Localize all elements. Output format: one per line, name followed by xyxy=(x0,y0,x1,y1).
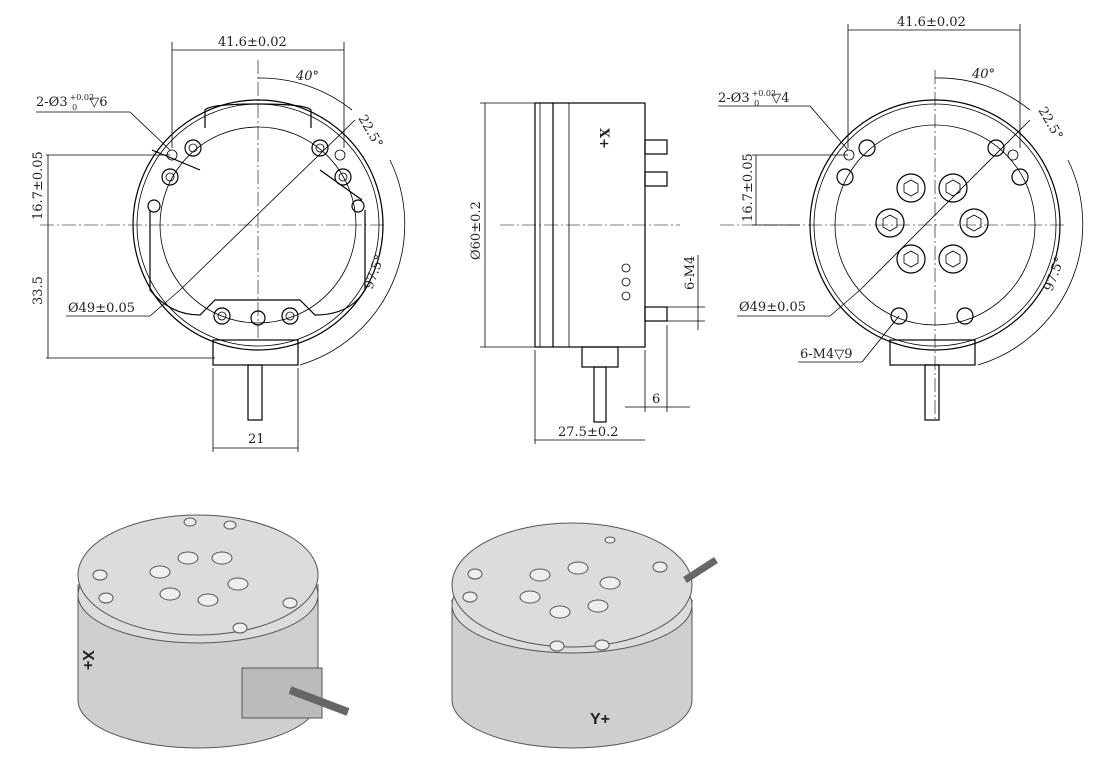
angle-side: 22.5° xyxy=(355,113,386,151)
angle-side-right: 22.5° xyxy=(1035,105,1066,143)
mount-holes xyxy=(147,139,365,326)
render-right: Y+ xyxy=(451,522,718,749)
bolt-circle-dim-right: Ø49±0.05 xyxy=(739,300,806,315)
angle-top-right: 40° xyxy=(971,67,995,82)
render-axis-label-x: X+ xyxy=(79,650,96,670)
width-dim: 41.6±0.02 xyxy=(218,35,287,50)
axis-label-x: X+ xyxy=(596,128,611,149)
cable xyxy=(247,364,263,421)
thread-note-right: 6-M4▽9 xyxy=(800,347,853,362)
width-dim-right: 41.6±0.02 xyxy=(897,15,966,30)
hex-bolts xyxy=(875,173,989,274)
height-dim: 33.5 xyxy=(31,276,46,305)
diameter-leader xyxy=(179,119,356,291)
side-view: X+ Ø60±0.2 6-M4 6 27.5±0.2 xyxy=(469,102,705,444)
cover-outline xyxy=(149,103,366,316)
bolt-circle-dim: Ø49±0.05 xyxy=(68,301,135,316)
offset-dim-right: 16.7±0.05 xyxy=(741,153,756,222)
m4-holes xyxy=(836,139,1029,325)
offset-dim: 16.7±0.05 xyxy=(31,151,46,220)
render-axis-label-y: Y+ xyxy=(590,711,610,728)
thickness-dim: 27.5±0.2 xyxy=(558,425,619,440)
left-view: 41.6±0.02 40° 22.5° 97.5° 16.7±0.05 33.5… xyxy=(31,35,406,452)
render-left: X+ xyxy=(77,514,350,749)
angle-top: 40° xyxy=(295,69,319,84)
connector-block xyxy=(212,339,299,366)
offset-6-dim: 6 xyxy=(652,392,660,407)
connector-width-dim: 21 xyxy=(248,432,265,447)
right-view: 41.6±0.02 40° 22.5° 97.5° 16.7±0.05 Ø49±… xyxy=(718,15,1084,421)
thread-dim: 6-M4 xyxy=(683,256,698,290)
diameter-dim: Ø60±0.2 xyxy=(469,201,484,260)
